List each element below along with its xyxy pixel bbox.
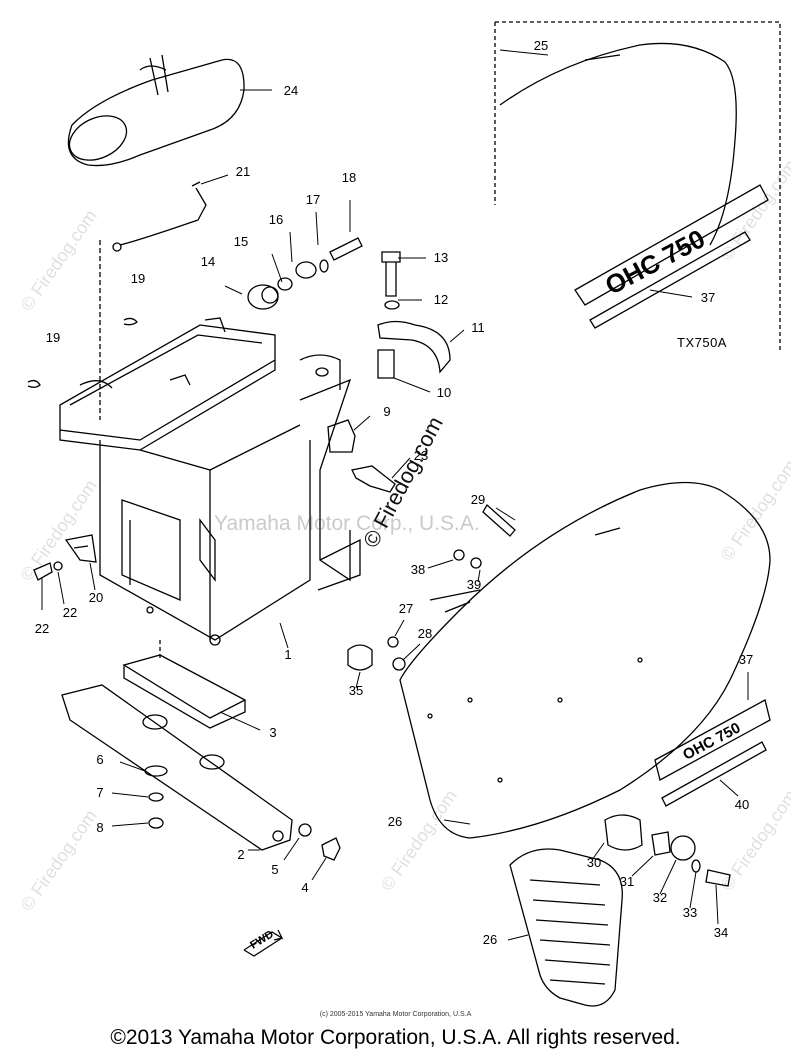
part-1-battery-box — [59, 317, 361, 646]
part-24-clip — [351, 465, 396, 493]
part-39-washer — [470, 557, 482, 569]
callout-18: 18 — [341, 170, 357, 185]
part-5-washer — [298, 823, 312, 837]
part-12-washer — [384, 300, 400, 310]
callout-5: 5 — [271, 862, 279, 877]
part-16-washer — [295, 261, 317, 279]
callout-2: 2 — [237, 847, 245, 862]
part-30-strip — [482, 503, 516, 537]
callout-19-b: 19 — [45, 330, 61, 345]
callout-21: 20 — [88, 590, 104, 605]
callout-16: 16 — [268, 212, 284, 227]
part-31-grommet — [604, 814, 643, 851]
part-14-grommet — [247, 284, 279, 310]
callout-7: 7 — [96, 785, 104, 800]
callout-13: 13 — [433, 250, 449, 265]
callout-19-a: 19 — [130, 271, 146, 286]
part-27-mat — [509, 848, 623, 1007]
fwd-arrow — [242, 928, 284, 957]
part-3-pad — [122, 654, 247, 719]
part-26-side-cover-upper — [499, 42, 737, 246]
callout-37-bottom: 37 — [738, 652, 754, 667]
callout-38: 38 — [410, 562, 426, 577]
part-35-bolt — [705, 869, 731, 887]
callout-23: 22 — [62, 605, 78, 620]
part-17-washer — [319, 259, 329, 273]
callout-32: 31 — [619, 874, 635, 889]
copyright-small: (c) 2005-2015 Yamaha Motor Corporation, … — [319, 1011, 472, 1018]
callout-28: 27 — [398, 601, 414, 616]
center-watermark: Yamaha Motor Corp., U.S.A. — [214, 512, 480, 535]
part-36-grommet — [347, 644, 373, 671]
callout-8: 8 — [96, 820, 104, 835]
part-19-clip-b — [27, 379, 41, 388]
part-4-bolt — [321, 837, 341, 861]
part-37-emblem — [654, 699, 771, 781]
part-7-washer — [148, 792, 164, 802]
leader-lines — [41, 49, 749, 941]
callout-26-bottom: 26 — [387, 814, 403, 829]
part-25-tool-roll — [67, 54, 245, 167]
callout-22: 22 — [34, 621, 50, 636]
copyright-main: ©2013 Yamaha Motor Corporation, U.S.A. A… — [110, 1026, 681, 1049]
callout-35: 34 — [713, 925, 729, 940]
callout-24: 23 — [413, 448, 429, 463]
callout-26-top: 25 — [533, 38, 549, 53]
part-9-damper — [327, 419, 356, 453]
part-33-washer — [670, 835, 696, 861]
callout-3: 3 — [269, 725, 277, 740]
part-28-washer — [387, 636, 399, 648]
callout-25: 24 — [283, 83, 299, 98]
part-15-collar — [277, 277, 293, 291]
part-38-nut — [453, 549, 465, 561]
part-32-collar — [651, 831, 671, 856]
callout-36: 35 — [348, 683, 364, 698]
callout-30: 29 — [470, 492, 486, 507]
part-26-side-cover-lower — [399, 481, 771, 839]
callout-17: 17 — [305, 192, 321, 207]
part-10-collar — [377, 349, 395, 379]
callout-27: 26 — [482, 932, 498, 947]
part-40-stripe — [661, 741, 767, 807]
part-6-washer — [144, 765, 168, 777]
callout-12: 12 — [433, 292, 449, 307]
part-22-bolt — [33, 562, 53, 581]
part-29-nut — [392, 657, 406, 671]
callout-39: 39 — [466, 577, 482, 592]
part-18-bolt — [329, 237, 363, 261]
part-11-clamp — [377, 320, 451, 374]
part-8-nut — [148, 817, 164, 829]
part-13-bolt — [381, 251, 401, 297]
callout-33: 32 — [652, 890, 668, 905]
callout-31: 30 — [586, 855, 602, 870]
callout-6: 6 — [96, 752, 104, 767]
part-34-washer — [691, 859, 701, 873]
model-code-label: TX750A — [677, 335, 727, 350]
callout-4: 4 — [301, 880, 309, 895]
part-23-washer — [53, 561, 63, 571]
part-19-clip-a — [123, 317, 138, 326]
callout-9: 9 — [383, 404, 391, 419]
callout-20: 21 — [235, 164, 251, 179]
callout-1: 1 — [284, 647, 292, 662]
part-37-emblem-inset — [574, 184, 769, 329]
callout-15: 15 — [233, 234, 249, 249]
part-2-lower-bracket — [61, 684, 293, 851]
callout-37-top: 37 — [700, 290, 716, 305]
inset-frame — [495, 21, 781, 352]
callout-40: 40 — [734, 797, 750, 812]
callout-34: 33 — [682, 905, 698, 920]
part-20-rod — [119, 181, 207, 246]
callout-10: 10 — [436, 385, 452, 400]
callout-11: 11 — [471, 320, 485, 335]
callout-29: 28 — [417, 626, 433, 641]
callout-14: 14 — [200, 254, 216, 269]
part-21-bracket — [64, 534, 97, 563]
